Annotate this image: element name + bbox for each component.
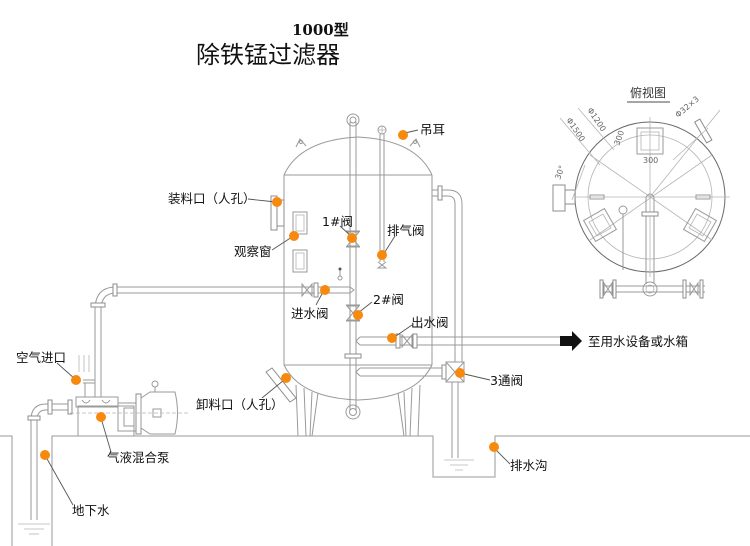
marker-lifting-lug[interactable]: [398, 130, 408, 140]
label-pump: 气液混合泵: [107, 450, 170, 465]
dim-d1500: Φ1500: [564, 116, 586, 143]
marker-inlet-valve[interactable]: [320, 285, 330, 295]
dim-d32x3: Φ32×3: [674, 94, 701, 119]
dim-300-horizontal: 300: [643, 156, 658, 165]
marker-valve2[interactable]: [353, 310, 363, 320]
label-valve1: 1#阀: [322, 214, 353, 229]
label-unloading-port: 卸料口（人孔）: [196, 397, 284, 412]
top-view-title: 俯视图: [630, 85, 666, 100]
filter-tank: [265, 136, 433, 437]
dim-angle: 30°: [553, 164, 566, 180]
marker-outlet-valve[interactable]: [387, 333, 397, 343]
well: [18, 399, 73, 535]
label-groundwater: 地下水: [72, 503, 110, 518]
top-view: 俯视图: [552, 85, 730, 299]
label-valve2: 2#阀: [373, 292, 404, 307]
label-inlet-valve: 进水阀: [291, 306, 329, 321]
label-lifting-lug: 吊耳: [420, 122, 445, 137]
label-vent-valve: 排气阀: [387, 223, 425, 238]
marker-valve1[interactable]: [347, 233, 357, 243]
ground-line: [0, 435, 750, 546]
label-three-way-valve: 3通阀: [490, 373, 523, 388]
marker-vent-valve[interactable]: [377, 250, 387, 260]
marker-groundwater[interactable]: [40, 450, 50, 460]
marker-drain[interactable]: [489, 442, 499, 452]
label-sight-window: 观察窗: [234, 244, 272, 259]
marker-sight-window[interactable]: [289, 231, 299, 241]
vent-pipe: [376, 125, 388, 269]
label-outlet-valve: 出水阀: [411, 315, 449, 330]
label-drain: 排水沟: [510, 458, 548, 473]
drain-ditch: [444, 459, 474, 471]
inlet-pipe: [90, 267, 355, 397]
flow-arrow-icon: [560, 331, 582, 351]
marker-unloading-port[interactable]: [281, 373, 291, 383]
central-pipe: [344, 113, 362, 420]
label-loading-port: 装料口（人孔）: [168, 191, 256, 206]
marker-loading-port[interactable]: [272, 197, 282, 207]
title-model: 1000型: [292, 21, 349, 39]
marker-air-inlet[interactable]: [71, 375, 81, 385]
marker-pump[interactable]: [96, 412, 106, 422]
title-main: 除铁锰过滤器: [196, 41, 340, 69]
dim-300-vertical: 300: [612, 129, 626, 146]
marker-three-way-valve[interactable]: [455, 368, 465, 378]
callouts: 吊耳 装料口（人孔） 观察窗 1#阀 排气阀 进水阀 2#阀 出水阀 至用水设备…: [16, 122, 688, 518]
label-air-inlet: 空气进口: [16, 350, 66, 365]
label-to-equipment: 至用水设备或水箱: [588, 334, 688, 349]
pump-assembly: [70, 355, 190, 437]
